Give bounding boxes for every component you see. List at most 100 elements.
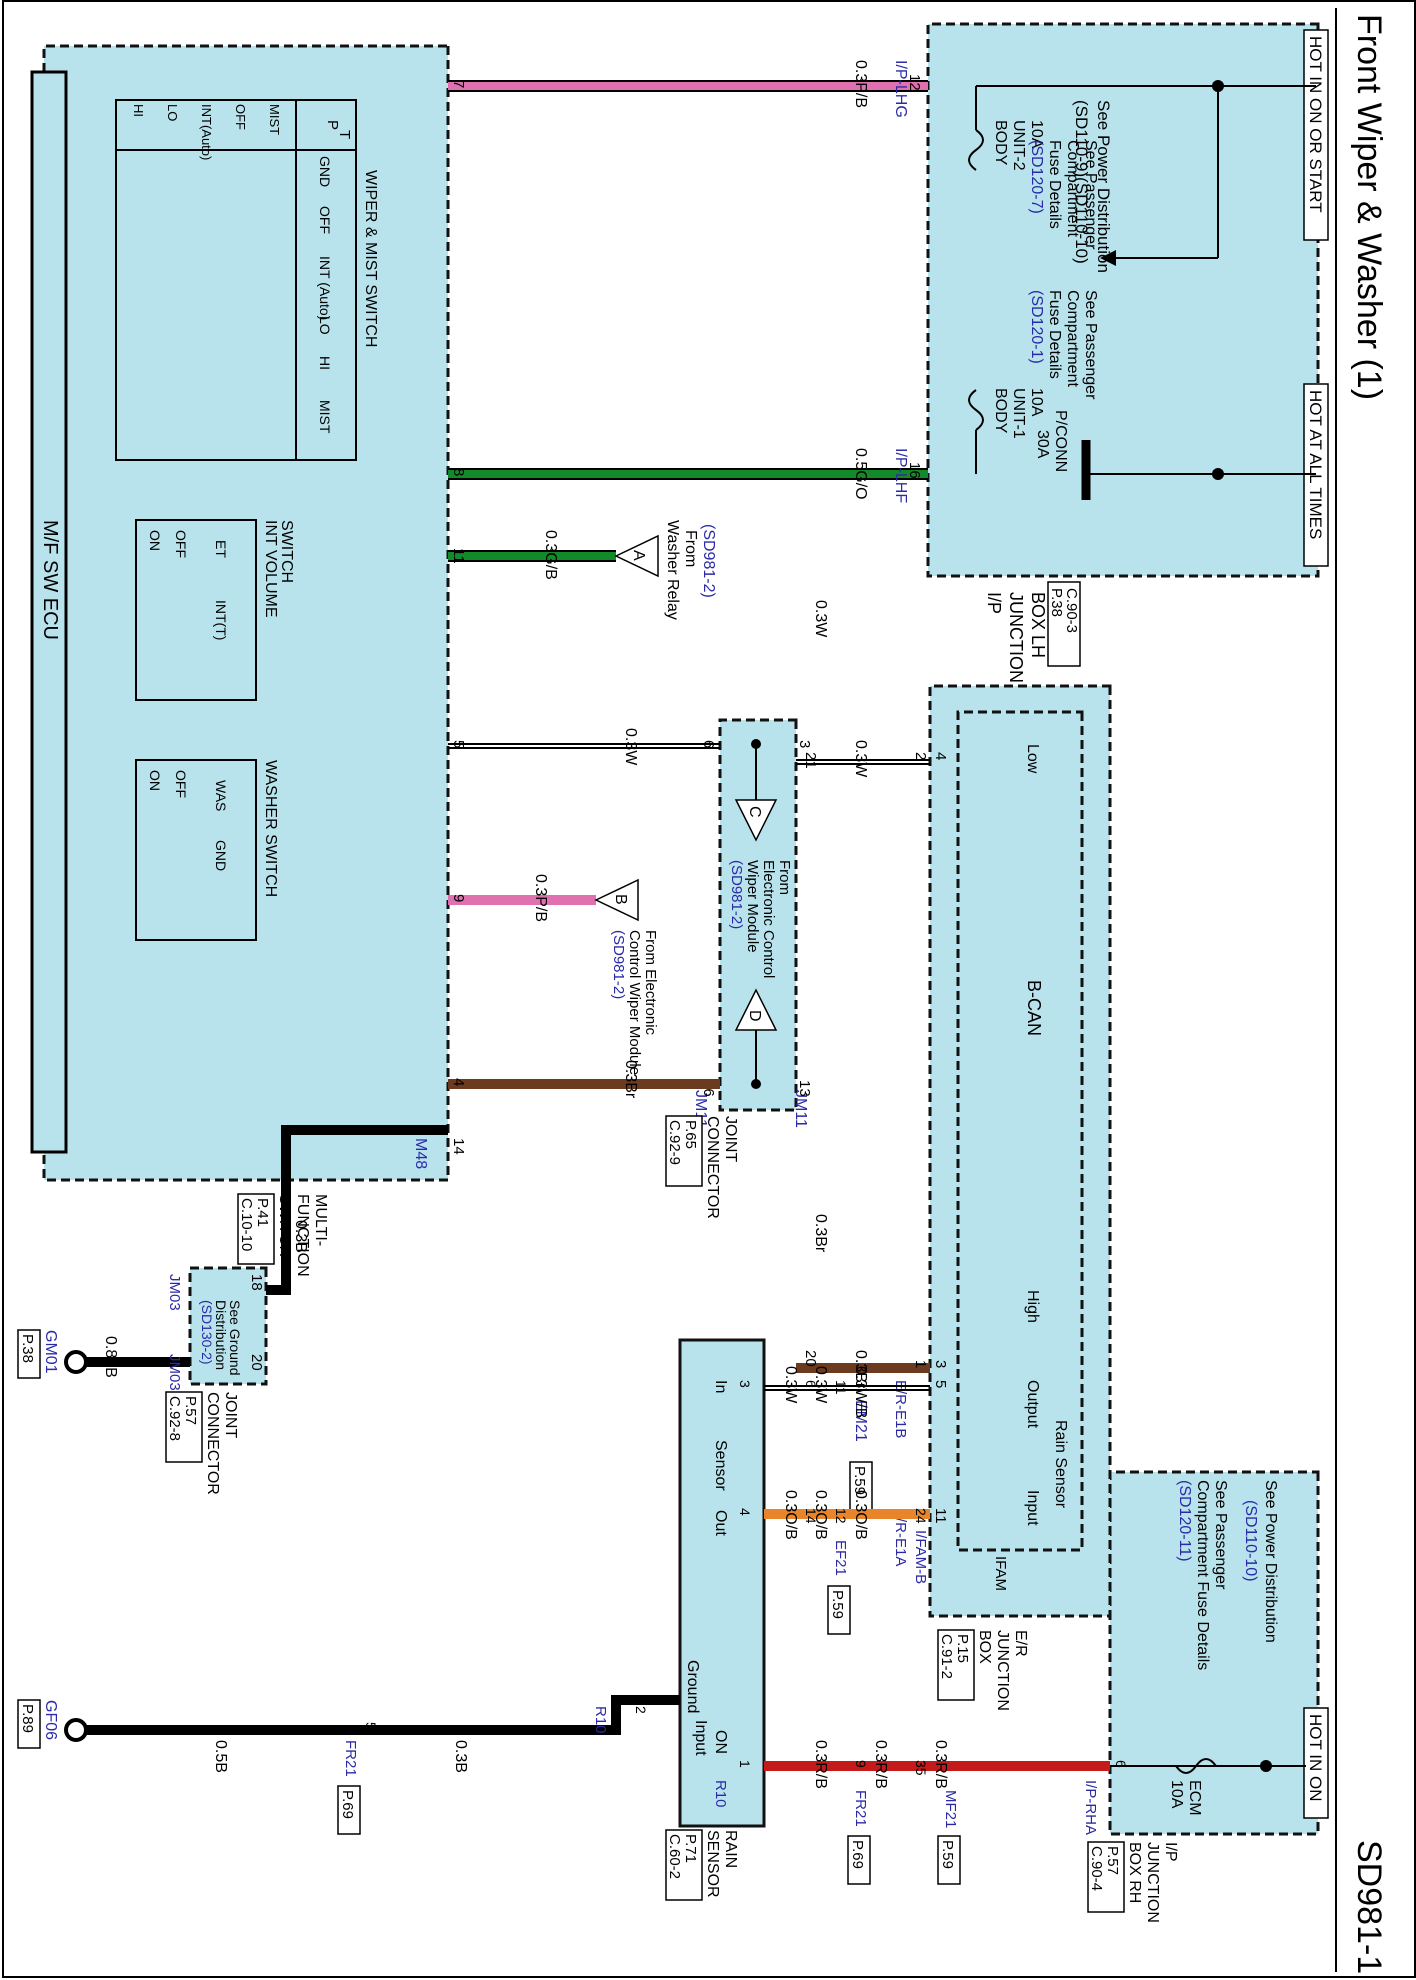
- jc-ref-c: C.92-9: [666, 1120, 683, 1165]
- wire-label-2: 0.3W: [852, 740, 869, 778]
- pconn-amp: 30A: [1034, 430, 1051, 459]
- rh-fuse-name: ECM: [1186, 1780, 1203, 1816]
- wm-row-lo: LO: [165, 104, 180, 121]
- rs-pin-1: 1: [737, 1760, 753, 1768]
- gj-see-3: (SD130-2): [199, 1300, 215, 1365]
- wm-title: WIPER & MIST SWITCH: [362, 170, 379, 347]
- mf-pin-5: 5: [450, 740, 467, 748]
- er-ifam: IFAM: [992, 1556, 1009, 1591]
- rs-input: Input: [692, 1720, 709, 1756]
- pcfd-b-3: Fuse Details: [1046, 290, 1063, 379]
- mf-pin-7: 7: [450, 80, 467, 88]
- rh-ref-p: P.57: [1104, 1846, 1121, 1875]
- fuse2-name-1: BODY: [992, 120, 1009, 166]
- int-vol-title-1: INT VOLUME: [262, 520, 279, 618]
- rh-label-2: JUNCTION: [1144, 1842, 1161, 1923]
- ip-lh-label-2: JUNCTION: [1006, 592, 1026, 683]
- wm-row-hi: HI: [131, 104, 146, 117]
- jm11-a: JM11: [792, 1090, 809, 1128]
- ecwm-c-3: Wiper Module: [744, 860, 761, 953]
- ip-lh-label-3: BOX LH: [1028, 592, 1048, 658]
- rs-label-2: SENSOR: [704, 1830, 721, 1898]
- mf-ref-box: [237, 1193, 275, 1265]
- er-label-1: E/R: [1012, 1630, 1029, 1657]
- mf-pin-14: 14: [450, 1138, 467, 1155]
- em21-ref: P.59: [851, 1466, 868, 1495]
- fr21-b-ref: P.69: [339, 1790, 356, 1819]
- int-vol-row-on: ON: [147, 530, 163, 551]
- ground-joint-connector: [188, 1266, 268, 1386]
- fr21-b: FR21: [342, 1740, 359, 1777]
- wire-label-rs-4: 0.3O/B: [782, 1490, 799, 1540]
- multi-function-switch: [42, 44, 450, 1182]
- wire-label-4: 0.3Br: [622, 1060, 639, 1099]
- washer-title: WASHER SWITCH: [262, 760, 279, 897]
- fr21-a-ref: P.69: [849, 1840, 866, 1869]
- ifam-box: [956, 710, 1084, 1552]
- hot-in-on-label: HOT IN ON: [1306, 1714, 1325, 1802]
- gj-ref-box: [165, 1391, 203, 1463]
- mf-pin-8: 8: [450, 468, 467, 476]
- rh-fuse-amp: 10A: [1168, 1780, 1185, 1809]
- mf21-ref: P.59: [939, 1840, 956, 1869]
- rh-pcfd-1: See Passenger: [1212, 1480, 1229, 1590]
- rs-r10-a: R10: [712, 1780, 729, 1808]
- mf-ref-p: P.41: [254, 1198, 271, 1227]
- rs-pin-4: 4: [737, 1508, 753, 1516]
- er-label-2: JUNCTION: [994, 1630, 1011, 1711]
- int-volume-switch-table: INT VOLUME SWITCH ET INT(T) OFF ON: [135, 519, 295, 701]
- int-vol-row-off: OFF: [173, 530, 189, 558]
- hot-in-on-box: [1303, 1707, 1329, 1819]
- ef21-ref: P.59: [829, 1590, 846, 1619]
- wire-black-14: [266, 1125, 448, 1295]
- ref-a-triangle: [614, 534, 659, 578]
- wire-label-rs-9: 0.3R/B: [872, 1740, 889, 1789]
- mf-ref-c: C.10-10: [238, 1198, 255, 1251]
- rs-pin-3: 3: [737, 1380, 753, 1388]
- er-low: Low: [1024, 744, 1041, 774]
- rs-r10-b: R10: [592, 1706, 609, 1734]
- er-high: High: [1024, 1290, 1041, 1323]
- wire-label-rs-6: 0.3W: [812, 1366, 829, 1404]
- jm03-b: JM03: [166, 1354, 183, 1391]
- wire-label-rs-12: 0.3O/B: [852, 1490, 869, 1540]
- rh-label-1: I/P: [1162, 1842, 1179, 1862]
- rh-ref-box: [1087, 1841, 1125, 1913]
- ecwm-b-2: Control Wiper Module: [626, 930, 643, 1075]
- pcfd-a-4: (SD120-7): [1028, 140, 1045, 214]
- hot-on-start-box: [1303, 29, 1329, 241]
- rs-sensor: Sensor: [712, 1440, 729, 1491]
- gj-ref-p: P.57: [182, 1396, 199, 1425]
- ip-lh-ref-p: P.38: [1048, 588, 1065, 617]
- er-ref-c: C.91-2: [938, 1634, 955, 1679]
- washer-row-on: ON: [147, 770, 163, 791]
- wm-row-off: OFF: [233, 104, 248, 130]
- wm-col-mist: MIST: [317, 400, 333, 434]
- er-pin-11: 11: [932, 1508, 949, 1524]
- ip-lh-ref-c: C.90-3: [1063, 588, 1080, 633]
- mf-label-2: FUNCTION: [294, 1194, 311, 1277]
- pconn-name: P/CONN: [1052, 410, 1069, 472]
- wire-label-9: 0.3P/B: [532, 874, 549, 922]
- rs-out: Out: [712, 1510, 729, 1536]
- wire-label-rs-14: 0.3O/B: [812, 1490, 829, 1540]
- fuse-body-unit-1: BODY UNIT-1 10A: [968, 388, 1045, 474]
- wm-col-gnd: GND: [317, 156, 333, 187]
- er-label-3: BOX: [976, 1630, 993, 1664]
- ef21-ref-box: [827, 1585, 851, 1635]
- int-vol-title-2: SWITCH: [278, 520, 295, 583]
- mf21: MF21: [942, 1790, 959, 1828]
- gj-see-1: See Ground: [227, 1300, 243, 1376]
- jm03-a: JM03: [166, 1274, 183, 1311]
- gj-pin-18: 18: [248, 1274, 265, 1291]
- gf06-ref: P.89: [19, 1704, 36, 1733]
- jc-ref-box: [665, 1115, 703, 1187]
- ef21: EF21: [832, 1540, 849, 1576]
- rh-power-dist-2: (SD110-10): [1242, 1500, 1259, 1582]
- er-ref-p: P.15: [954, 1634, 971, 1663]
- pin-em21-2: 2: [912, 752, 929, 760]
- wire-label-rs-1: 0.3R/B: [812, 1740, 829, 1789]
- fuse-body-unit-2: BODY UNIT-2 10A: [968, 86, 1045, 171]
- wire-label-8: 0.5G/O: [852, 448, 869, 500]
